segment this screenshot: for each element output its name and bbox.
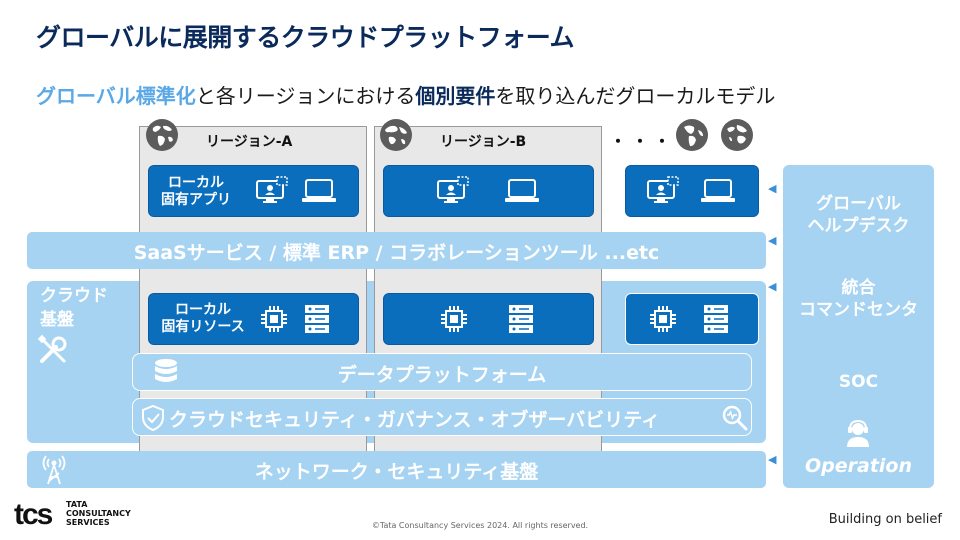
monitor-user-icon <box>255 176 289 210</box>
laptop-icon <box>700 178 736 208</box>
region-a-column-gap <box>139 443 367 451</box>
network-security-label: ネットワーク・セキュリティ基盤 <box>254 461 539 483</box>
operation-label: Operation <box>804 455 912 477</box>
local-apps-tile-other <box>625 165 759 217</box>
region-b-label: リージョン-B <box>440 134 527 150</box>
tcs-logo-mark: tcs <box>14 498 53 531</box>
local-apps-tile-a: ローカル 固有アプリ <box>148 165 359 217</box>
cloud-security-label: クラウドセキュリティ・ガバナンス・オブザーバビリティ <box>169 409 661 431</box>
arrow-left-icon: ◀ <box>768 280 777 293</box>
network-security-band: ネットワーク・セキュリティ基盤 <box>27 451 766 488</box>
subtitle-text-1: と各リージョンにおける <box>195 84 416 108</box>
data-platform-label: データプラットフォーム <box>337 364 547 386</box>
local-resources-label-line2: 固有リソース <box>161 319 245 335</box>
global-helpdesk-label: グローバル ヘルプデスク <box>783 193 934 237</box>
monitor-user-icon <box>646 176 680 210</box>
command-center-line1: 統合 <box>841 278 876 298</box>
operations-panel: グローバル ヘルプデスク 統合 コマンドセンタ SOC Operation <box>783 165 934 488</box>
arrow-left-icon: ◀ <box>768 234 777 247</box>
chip-icon <box>259 304 289 338</box>
copyright-notice: ©Tata Consultancy Services 2024. All rig… <box>371 521 589 530</box>
subtitle-text-2: を取り込んだグローカルモデル <box>495 84 776 108</box>
global-helpdesk-line2: ヘルプデスク <box>807 216 910 236</box>
globe-icon <box>145 118 179 156</box>
cloud-infra-label-line2: 基盤 <box>40 310 74 330</box>
more-regions-ellipsis: ・・・ <box>610 132 677 151</box>
laptop-icon <box>504 178 540 208</box>
tcs-logo-line1: TATA <box>66 500 88 509</box>
saas-band-label: SaaSサービス / 標準 ERP / コラボレーションツール ...etc <box>133 242 660 264</box>
cloud-infra-label: クラウド 基盤 <box>40 284 108 332</box>
monitor-user-icon <box>436 176 470 210</box>
globe-icon <box>379 118 413 156</box>
local-apps-tile-b <box>383 165 594 217</box>
page-subtitle: グローバル標準化と各リージョンにおける個別要件を取り込んだグローカルモデル <box>36 80 775 109</box>
local-apps-label-line2: 固有アプリ <box>161 192 231 208</box>
arrow-left-icon: ◀ <box>768 453 777 466</box>
tcs-logo-text: TATA CONSULTANCY SERVICES <box>66 500 131 527</box>
local-resources-label-line1: ローカル <box>175 302 231 318</box>
soc-label: SOC <box>838 372 879 392</box>
global-helpdesk-line1: グローバル <box>816 194 901 214</box>
magnifier-icon <box>721 404 749 436</box>
server-icon <box>702 303 730 339</box>
arrow-left-icon: ◀ <box>768 182 777 195</box>
wrench-icon <box>36 333 70 371</box>
region-b-column-gap <box>374 443 602 451</box>
tcs-logo-line2: CONSULTANCY <box>66 509 131 518</box>
antenna-icon <box>41 455 67 489</box>
local-resources-label: ローカル 固有リソース <box>153 302 253 336</box>
chip-icon <box>648 304 678 338</box>
headset-user-icon <box>843 418 873 452</box>
tcs-logo: tcs <box>14 498 53 532</box>
command-center-line2: コマンドセンタ <box>799 300 918 320</box>
subtitle-highlight-standard: グローバル標準化 <box>36 84 196 108</box>
chip-icon <box>439 304 469 338</box>
cloud-infra-label-line1: クラウド <box>40 286 108 306</box>
laptop-icon <box>301 178 337 208</box>
local-resources-tile-other <box>625 293 759 345</box>
tagline: Building on belief <box>828 512 942 527</box>
page-title: グローバルに展開するクラウドプラットフォーム <box>36 23 575 52</box>
region-a-label: リージョン-A <box>206 134 293 150</box>
globe-icon <box>675 118 709 156</box>
subtitle-highlight-requirements: 個別要件 <box>415 84 496 108</box>
database-icon <box>153 358 179 392</box>
data-platform-band: データプラットフォーム <box>132 353 752 391</box>
local-apps-label: ローカル 固有アプリ <box>155 175 237 209</box>
globe-icon <box>720 118 754 156</box>
cloud-security-band: クラウドセキュリティ・ガバナンス・オブザーバビリティ <box>132 398 752 436</box>
saas-band: SaaSサービス / 標準 ERP / コラボレーションツール ...etc <box>27 232 766 269</box>
local-apps-label-line1: ローカル <box>168 175 224 191</box>
server-icon <box>507 303 535 339</box>
command-center-label: 統合 コマンドセンタ <box>783 277 934 321</box>
local-resources-tile-a: ローカル 固有リソース <box>148 293 359 345</box>
local-resources-tile-b <box>383 293 594 345</box>
server-icon <box>303 303 331 339</box>
tcs-logo-line3: SERVICES <box>66 518 110 527</box>
shield-icon <box>141 404 165 436</box>
